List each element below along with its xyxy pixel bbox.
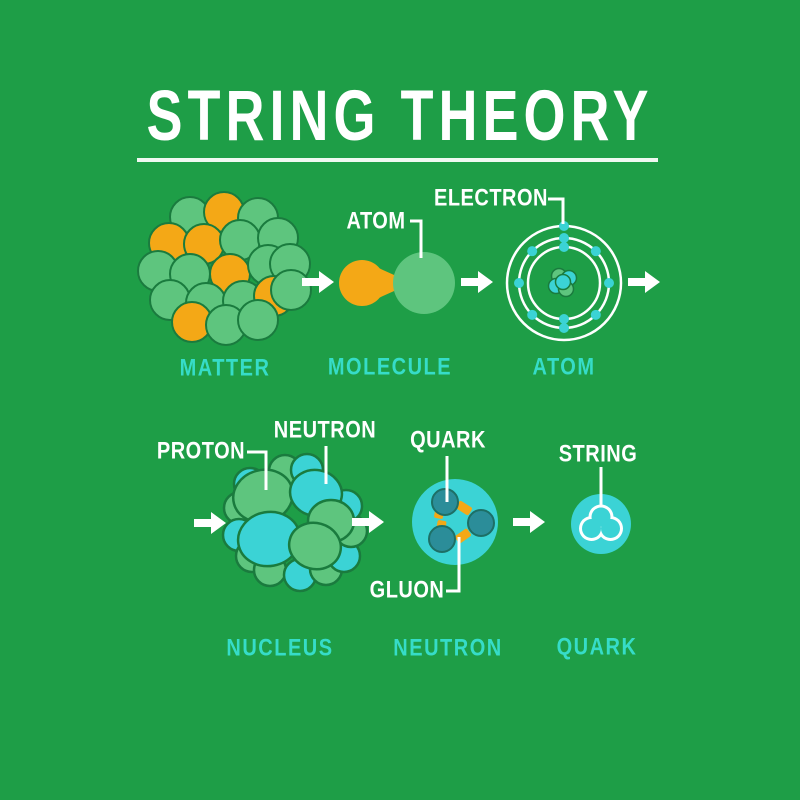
string-trefoil: [579, 504, 623, 541]
nucleus-label: NUCLEUS: [226, 635, 334, 662]
arrow-icon: [461, 271, 493, 293]
string-illustration: [571, 494, 631, 554]
proton-callout-label: PROTON: [156, 438, 246, 465]
quark-label: QUARK: [556, 634, 638, 661]
matter-label: MATTER: [179, 355, 271, 382]
page-title: STRING THEORY: [146, 76, 654, 157]
gluon-top: [456, 500, 472, 516]
quark-dot: [431, 488, 459, 516]
atom-nucleus-core: [547, 267, 578, 298]
molecule-illustration: [339, 252, 455, 314]
molecule-label: MOLECULE: [327, 354, 453, 381]
neutron-callout-label: NEUTRON: [273, 417, 377, 444]
electron-pointer-line: [548, 197, 565, 224]
quark-dot: [467, 509, 495, 537]
electron-dots: [514, 221, 614, 333]
atom-label: ATOM: [532, 354, 596, 381]
nucleus-illustration: [221, 452, 369, 593]
proton-pointer-line: [247, 450, 268, 490]
arrow-icon: [194, 512, 226, 534]
gluon-pointer-line: [446, 537, 461, 593]
atom-callout-label: ATOM: [346, 208, 406, 235]
neutron-illustration: [412, 479, 498, 565]
arrow-icon: [628, 271, 660, 293]
quark-callout-label: QUARK: [410, 427, 486, 454]
title-underline: [137, 158, 658, 162]
string-callout-label: STRING: [558, 441, 638, 468]
atom-illustration: [505, 221, 623, 342]
atom-pointer-line: [410, 219, 423, 258]
gluon-callout-label: GLUON: [369, 577, 445, 604]
arrow-icon: [513, 511, 545, 533]
quark-dot: [428, 525, 456, 553]
electron-callout-label: ELECTRON: [434, 185, 548, 212]
neutron-label: NEUTRON: [393, 635, 503, 662]
matter-illustration: [137, 191, 312, 346]
